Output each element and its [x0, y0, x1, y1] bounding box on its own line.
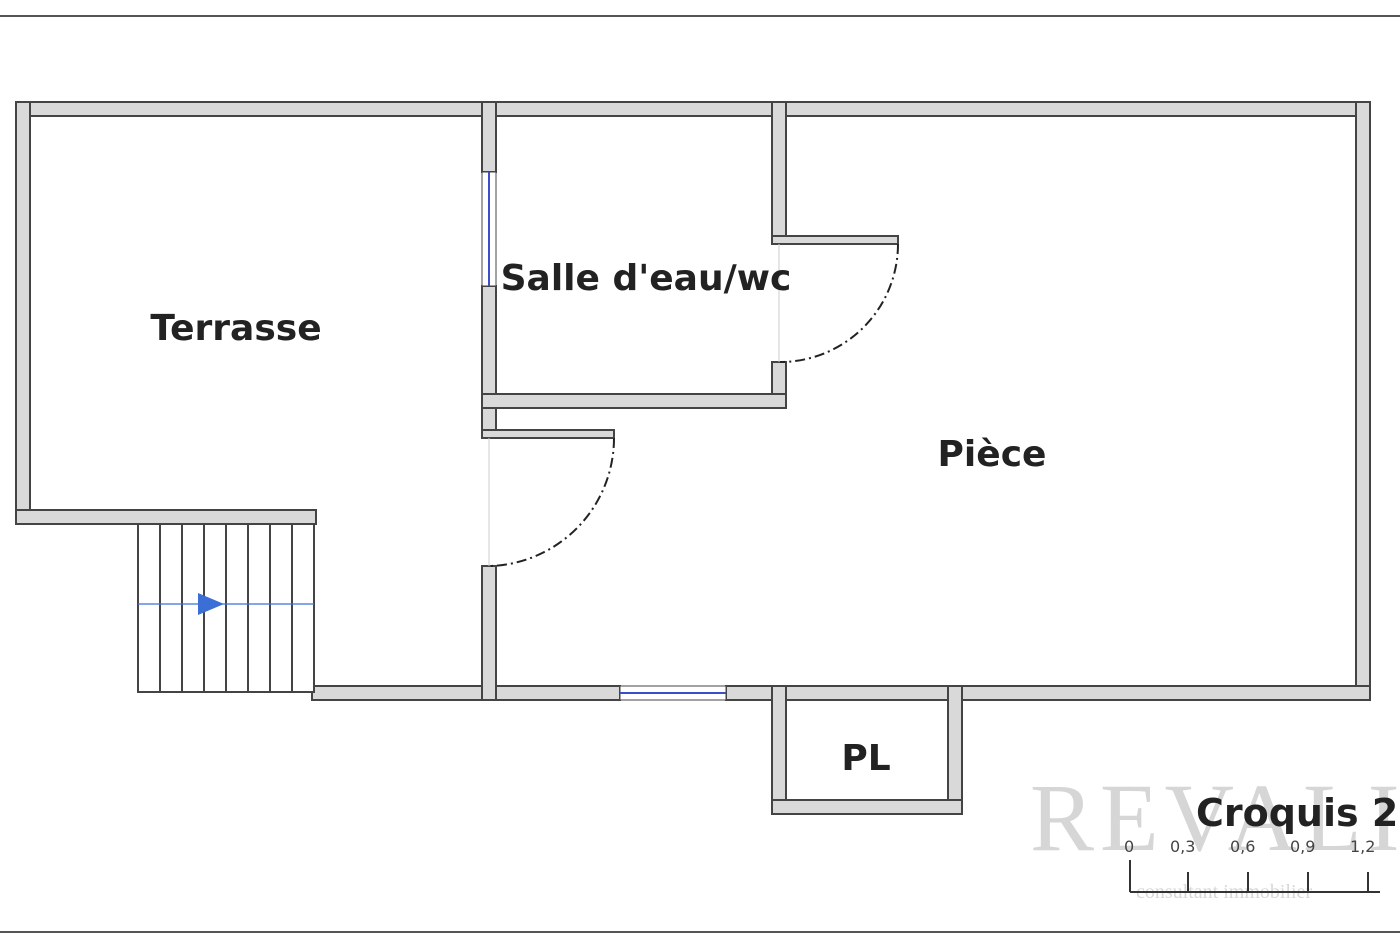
wall-bottom-left: [311, 685, 621, 701]
interior-piece-lower: [497, 409, 788, 685]
room-label-terrasse: Terrasse: [150, 308, 321, 349]
watermark-brand: REVALI: [1030, 764, 1400, 871]
door-stub-bath-top: [771, 235, 899, 245]
room-label-salle-eau: Salle d'eau/wc: [501, 258, 792, 299]
interior-terrasse: [31, 117, 481, 509]
scale-tick-3: 0,9: [1290, 837, 1315, 856]
scale-tick-4: 1,2: [1350, 837, 1375, 856]
scale-tick-2: 0,6: [1230, 837, 1255, 856]
interior-piece-upper: [787, 117, 1355, 685]
wall-pl-left: [771, 685, 787, 815]
door-stub-piece-top: [481, 429, 615, 439]
stairs-arrow-icon: [198, 593, 224, 615]
interior-terrasse-lower: [317, 509, 481, 685]
wall-partition-upper: [481, 101, 497, 173]
window-bath: [481, 171, 497, 287]
room-interiors: [31, 117, 1355, 799]
wall-partition-mid: [481, 285, 497, 437]
scale-tick-0: 0: [1124, 837, 1134, 856]
door-swing-piece: [489, 437, 615, 567]
door-swing-bath: [779, 243, 899, 363]
door-stubs: [481, 235, 899, 439]
wall-pl-right: [947, 685, 963, 815]
wall-pl-bottom: [771, 799, 963, 815]
scale-tick-1: 0,3: [1170, 837, 1195, 856]
room-label-piece: Pièce: [938, 434, 1047, 475]
interior-bath: [497, 117, 771, 393]
scale-bar: [1129, 860, 1380, 893]
wall-bath-bottom: [481, 393, 787, 409]
staircase: [137, 523, 315, 693]
room-label-pl: PL: [841, 738, 890, 779]
wall-right: [1355, 101, 1371, 701]
wall-top: [15, 101, 1371, 117]
wall-partition-lower: [481, 565, 497, 701]
sketch-title: Croquis 2: [1196, 791, 1398, 835]
wall-bottom-right: [725, 685, 1371, 701]
wall-bath-right-top: [771, 101, 787, 243]
window-bottom: [619, 685, 727, 701]
wall-left: [15, 101, 31, 525]
interior-pl: [787, 701, 947, 799]
wall-terrasse-bottom: [15, 509, 317, 525]
